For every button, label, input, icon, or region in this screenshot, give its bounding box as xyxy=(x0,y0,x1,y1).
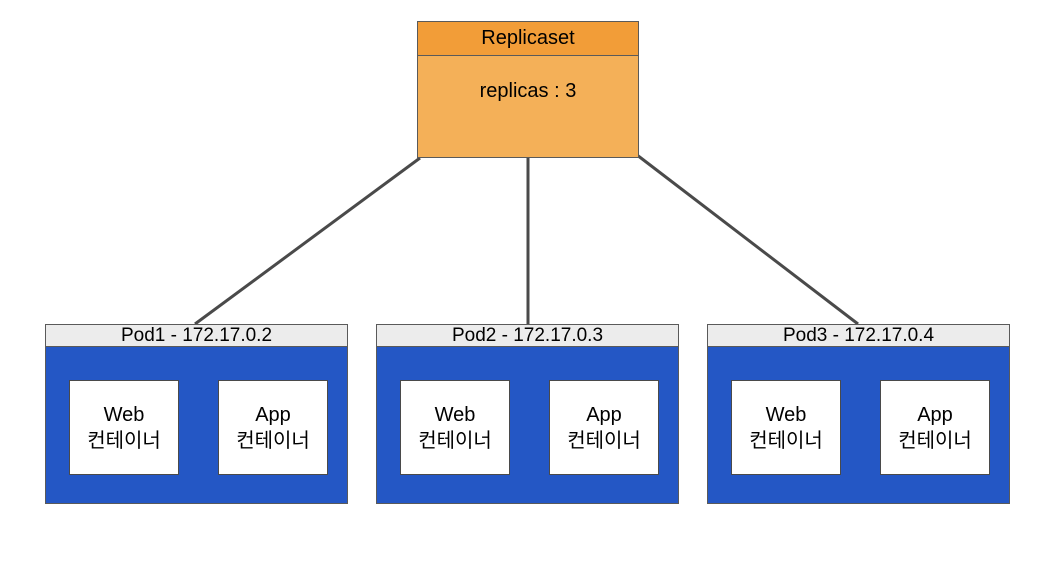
container-kind: 컨테이너 xyxy=(898,429,972,452)
replicaset-title: Replicaset xyxy=(418,22,638,56)
container-kind: 컨테이너 xyxy=(418,429,492,452)
pod-3: Pod3 - 172.17.0.4 Web 컨테이너 App 컨테이너 xyxy=(707,324,1010,504)
replicaset-replicas: replicas : 3 xyxy=(479,80,577,102)
container-kind: 컨테이너 xyxy=(749,429,823,452)
web-container: Web 컨테이너 xyxy=(69,380,179,475)
container-name: Web xyxy=(765,403,807,426)
pod-title: Pod3 - 172.17.0.4 xyxy=(708,325,1009,347)
connector-rs-pod3 xyxy=(636,153,859,326)
container-name: App xyxy=(586,403,622,426)
container-name: Web xyxy=(434,403,476,426)
app-container: App 컨테이너 xyxy=(880,380,990,475)
container-name: App xyxy=(917,403,953,426)
container-kind: 컨테이너 xyxy=(236,429,310,452)
app-container: App 컨테이너 xyxy=(549,380,659,475)
pod-title: Pod1 - 172.17.0.2 xyxy=(46,325,347,347)
app-container: App 컨테이너 xyxy=(218,380,328,475)
web-container: Web 컨테이너 xyxy=(400,380,510,475)
container-name: Web xyxy=(103,403,145,426)
pod-2: Pod2 - 172.17.0.3 Web 컨테이너 App 컨테이너 xyxy=(376,324,679,504)
container-name: App xyxy=(255,403,291,426)
web-container: Web 컨테이너 xyxy=(731,380,841,475)
container-kind: 컨테이너 xyxy=(567,429,641,452)
pod-1: Pod1 - 172.17.0.2 Web 컨테이너 App 컨테이너 xyxy=(45,324,348,504)
container-kind: 컨테이너 xyxy=(87,429,161,452)
pod-title: Pod2 - 172.17.0.3 xyxy=(377,325,678,347)
connector-rs-pod1 xyxy=(194,156,421,326)
replicaset-box: Replicaset replicas : 3 xyxy=(417,21,639,158)
